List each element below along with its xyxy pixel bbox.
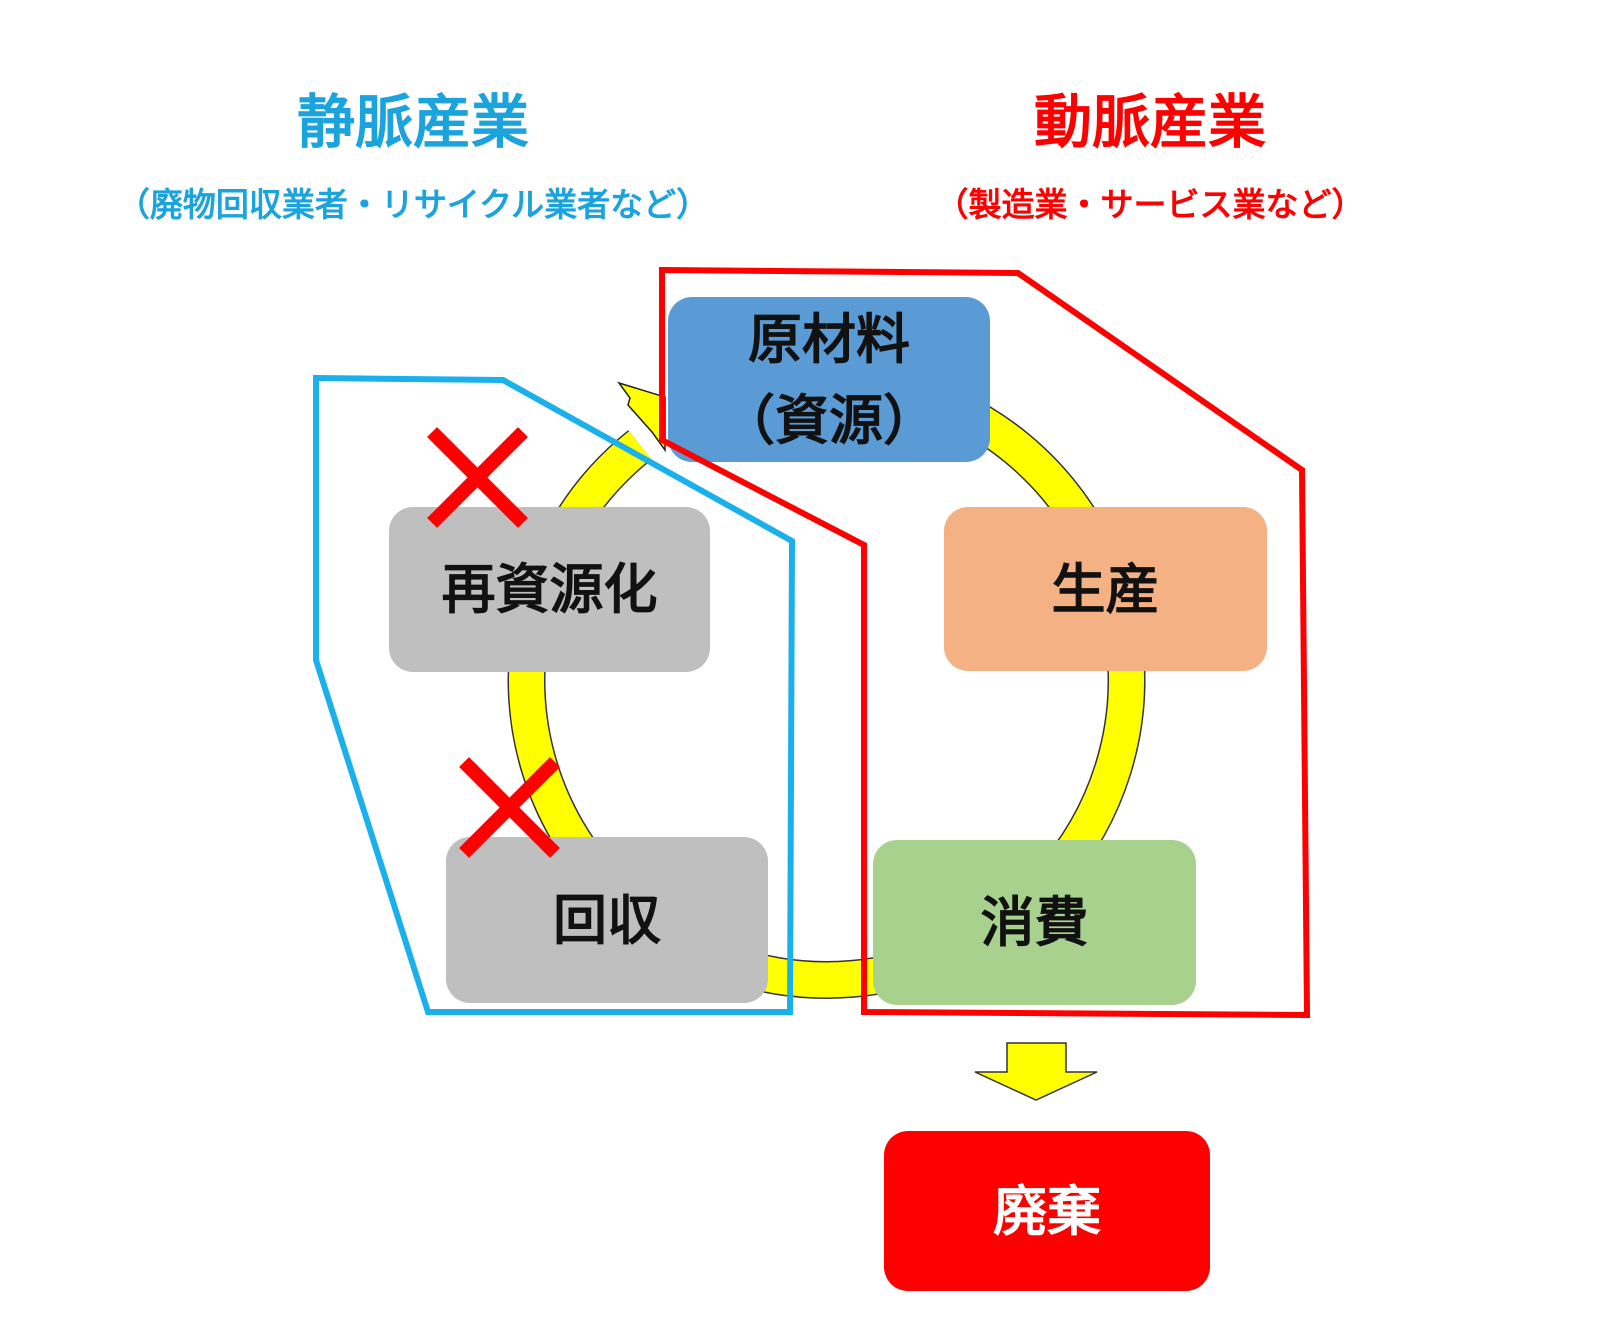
- node-production: 生産: [944, 507, 1267, 671]
- node-disposal: 廃棄: [884, 1131, 1210, 1291]
- cross-mark-icon: [427, 427, 528, 528]
- left-group-subtitle: （廃物回収業者・リサイクル業者など）: [116, 185, 710, 224]
- right-group-title: 動脈産業: [1033, 88, 1266, 156]
- right-group-outline: [659, 266, 1311, 1019]
- left-group-title: 静脈産業: [296, 88, 529, 156]
- right-group-subtitle: （製造業・サービス業など）: [935, 185, 1365, 224]
- down-arrow: [974, 1042, 1098, 1101]
- cross-mark-icon: [459, 757, 560, 858]
- node-collection: 回収: [446, 837, 768, 1003]
- raw-material-label: 原材料: [748, 307, 910, 371]
- raw-material-sublabel: （資源）: [721, 388, 937, 452]
- left-group-outline: [313, 374, 796, 1015]
- node-recycling: 再資源化: [389, 507, 710, 672]
- node-consumption: 消費: [873, 840, 1196, 1005]
- node-raw-material: 原材料 （資源）: [668, 297, 990, 462]
